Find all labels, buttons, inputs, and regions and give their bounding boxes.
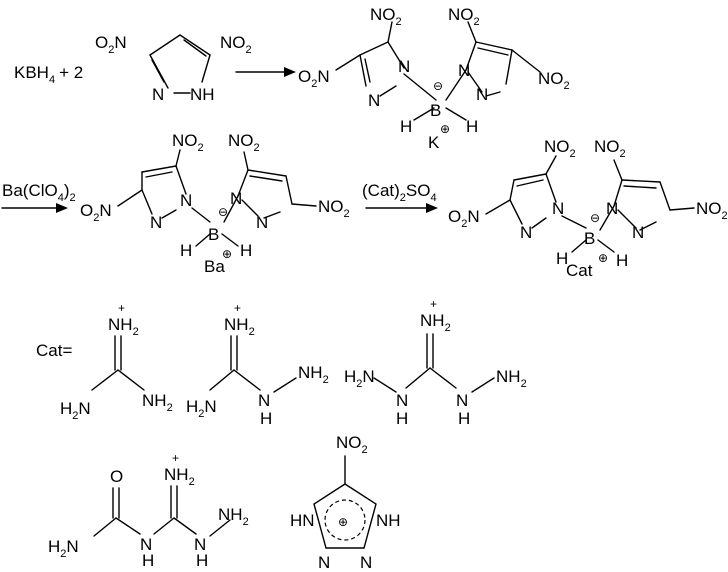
ring-n-p3d: N [632, 223, 644, 242]
ring-n-p2b: N [150, 213, 162, 232]
dinitropyrazole-ring [149, 34, 211, 94]
cat-definition-label: Cat= [36, 341, 72, 360]
n-aminoguan: N [258, 391, 270, 410]
h-right-p1: H [466, 117, 478, 136]
no2-left-p3: O2N [448, 207, 480, 230]
potassium-borate-product: NO2 O2N N N B ⊖ H H K ⊕ NO2 N N NO2 [298, 5, 570, 152]
no2-right-p2: NO2 [318, 197, 350, 220]
plus-charge-p2: ⊕ [222, 247, 232, 261]
ring-n-p3c: N [606, 199, 618, 218]
minus-charge-p1: ⊖ [433, 79, 443, 93]
no2-left-p1: O2N [298, 67, 330, 90]
no2-right: NO2 [220, 33, 252, 56]
guanidinium: + NH2 H2N NH2 [60, 301, 173, 422]
ring-n-p2a: N [180, 191, 192, 210]
plus-charge-p1: ⊕ [440, 122, 450, 136]
n-amide: N [140, 535, 152, 554]
h-left-p2: H [180, 241, 192, 260]
kbh4-label: KBH4+ 2 [14, 63, 83, 86]
plus-tetrazolium: ⊕ [338, 515, 348, 529]
minus-charge-p2: ⊖ [218, 205, 228, 219]
h-hydrazine: H [196, 551, 208, 570]
nh2-tail-diaminoguan: NH2 [496, 367, 527, 390]
nh2-top-guan: NH2 [108, 315, 139, 338]
nh2-top-carbamoyl: NH2 [164, 465, 195, 488]
h2n-amide: H2N [48, 537, 79, 560]
ring-n-p2d: N [256, 213, 268, 232]
no2-top-right-p3: NO2 [594, 137, 626, 160]
step2-reagent: Ba(ClO4)2 [1, 181, 76, 213]
ring-n-p1a: N [398, 57, 410, 76]
n-hydrazine: N [194, 535, 206, 554]
nitro-tetrazolium: NO2 ⊕ HN NH N N [290, 433, 401, 572]
step1-reactants: KBH4+ 2 O2N NO2 N NH [14, 33, 252, 104]
plus-charge-p3: ⊕ [598, 251, 608, 265]
ba-perchlorate-label: Ba(ClO4)2 [2, 181, 76, 204]
nh-left-tetrazole: HN [290, 511, 315, 530]
ring-n-p1c: N [458, 61, 470, 80]
potassium-label: K [428, 133, 440, 152]
ring-n-p3a: N [552, 199, 564, 218]
nh2-tail-aminoguan: NH2 [298, 363, 329, 386]
pyrazole-nh: NH [190, 85, 215, 104]
h2n-aminoguan: H2N [186, 397, 217, 420]
arrow-1 [235, 67, 296, 77]
ring-n-p1b: N [368, 91, 380, 110]
boron-p3: B [584, 229, 595, 248]
pyrazole-n: N [152, 85, 164, 104]
nh2-tail-carbamoyl: NH2 [218, 505, 249, 528]
no2-tetrazole: NO2 [336, 433, 368, 456]
minus-charge-p3: ⊖ [590, 211, 600, 225]
arrow-3: (Cat)2SO4 [362, 181, 438, 213]
n-bottom-right-tetrazole: N [360, 553, 372, 572]
no2-right-p1: NO2 [538, 69, 570, 92]
boron-p2: B [208, 225, 219, 244]
diaminoguanidinium: + NH2 N H H2N N H NH2 [344, 297, 527, 428]
n-right-diaminoguan: N [456, 391, 468, 410]
h-right-p2: H [240, 241, 252, 260]
ring-n-p1d: N [476, 85, 488, 104]
no2-top-left-p3: NO2 [544, 137, 576, 160]
h-amide: H [142, 551, 154, 570]
no2-top-right-p2: NO2 [228, 131, 260, 154]
h-right-p3: H [616, 251, 628, 270]
n-bottom-left-tetrazole: N [318, 553, 330, 572]
no2-right-p3: NO2 [696, 199, 728, 222]
carbonyl-o: O [110, 467, 123, 486]
boron-p1: B [430, 101, 441, 120]
h-left-p3: H [556, 249, 568, 268]
carbamoyl-aminoguanidinium: O H2N N H + NH2 N H NH2 [48, 451, 249, 570]
n-left-diaminoguan: N [396, 391, 408, 410]
plus-carbamoyl: + [172, 451, 179, 465]
no2-top-left-p2: NO2 [172, 131, 204, 154]
h2n-diaminoguan: H2N [344, 367, 375, 390]
nh2-top-aminoguan: NH2 [224, 315, 255, 338]
nh2-top-diaminoguan: NH2 [420, 311, 451, 334]
no2-top-right: NO2 [448, 5, 480, 28]
barium-borate-product: O2N NO2 N N B ⊖ H H Ba ⊕ NO2 N N NO2 [80, 131, 350, 276]
plus-diaminoguan: + [430, 297, 437, 311]
barium-label: Ba [204, 257, 225, 276]
h-left-diaminoguan: H [396, 409, 408, 428]
plus-aminoguan: + [234, 301, 241, 315]
nh2-right-guan: NH2 [142, 391, 173, 414]
ring-n-p3b: N [520, 223, 532, 242]
ring-n-p2c: N [230, 189, 242, 208]
h-left-p1: H [400, 117, 412, 136]
cat-sulfate-label: (Cat)2SO4 [362, 181, 437, 204]
no2-left-p2: O2N [80, 201, 112, 224]
h-aminoguan: H [260, 409, 272, 428]
no2-top-left: NO2 [370, 5, 402, 28]
cat-label-p3: Cat [566, 261, 593, 280]
h2n-guan: H2N [60, 399, 91, 422]
cat-borate-product: O2N NO2 N N B ⊖ H H Cat ⊕ NO2 N N NO2 [448, 137, 728, 280]
plus-guan: + [118, 301, 125, 315]
no2-left: O2N [95, 33, 127, 56]
h-right-diaminoguan: H [458, 409, 470, 428]
aminoguanidinium: + NH2 H2N N H NH2 [186, 301, 329, 428]
nh-right-tetrazole: NH [376, 511, 401, 530]
